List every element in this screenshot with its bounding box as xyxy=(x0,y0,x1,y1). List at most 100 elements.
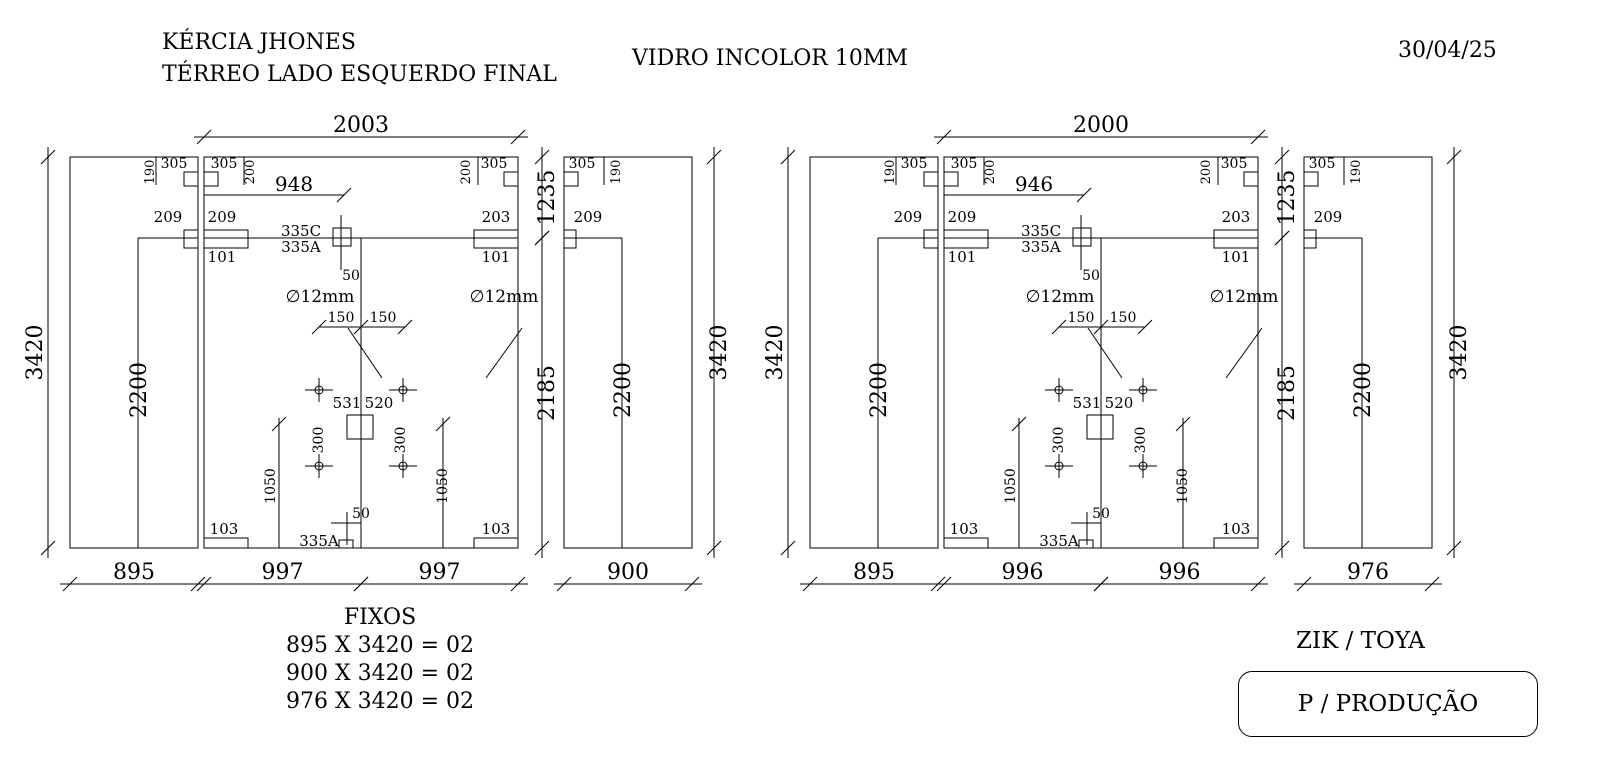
dimension-label: 2185 xyxy=(535,365,560,421)
leader-line xyxy=(485,327,523,379)
dimension-tick xyxy=(1076,187,1092,203)
hole-marker xyxy=(314,461,324,471)
dimension-label: 3420 xyxy=(1447,325,1472,381)
fitting-box xyxy=(183,171,199,187)
dimension-tick xyxy=(802,576,818,592)
fixed-panel-row: 895 X 3420 = 02 xyxy=(285,633,475,658)
fitting-label: 305 xyxy=(211,156,238,172)
hinge-patch xyxy=(183,229,199,249)
hinge-label: 209 xyxy=(948,208,977,226)
fixed-panel-row: 976 X 3420 = 02 xyxy=(285,689,475,714)
hole-label: 300 xyxy=(1051,427,1067,454)
floor-pivot-label: 50 xyxy=(1092,506,1110,522)
fitting-label: 200 xyxy=(983,160,998,185)
hinge-label: 203 xyxy=(482,208,511,226)
dimension-label: 3420 xyxy=(23,325,48,381)
dimension-tick xyxy=(1093,319,1109,335)
hole-diameter-label: ∅12mm xyxy=(1026,287,1095,307)
pivot-label: 50 xyxy=(342,268,360,284)
dimension-tick xyxy=(311,319,327,335)
dimension-tick xyxy=(706,149,722,165)
hole-label: 520 xyxy=(1105,394,1134,412)
dimension-tick xyxy=(1274,149,1290,165)
dimension-tick xyxy=(353,576,369,592)
bottom-patch-label: 103 xyxy=(210,520,239,538)
hinge-label: 101 xyxy=(1222,248,1251,266)
hole-label: 531 xyxy=(1073,394,1102,412)
hole-marker xyxy=(1054,461,1064,471)
hinge-offset-label: 948 xyxy=(275,172,313,196)
floor-pivot-label: 50 xyxy=(352,506,370,522)
dimension-tick xyxy=(1250,129,1266,145)
fitting-box xyxy=(503,171,519,187)
fitting-box xyxy=(943,171,959,187)
dimension-tick xyxy=(556,576,572,592)
dimension-label: 2185 xyxy=(1275,365,1300,421)
dimension-tick xyxy=(1424,576,1440,592)
dimension-label: 1235 xyxy=(1275,170,1300,226)
pivot-box xyxy=(1072,227,1092,247)
pivot-label: 335C xyxy=(1021,222,1061,240)
fitting-label: 305 xyxy=(1309,156,1336,172)
hinge-label: 209 xyxy=(154,208,183,226)
dimension-tick xyxy=(1274,230,1290,246)
dimension-tick xyxy=(1250,576,1266,592)
hole-spacing-label: 150 xyxy=(370,310,397,326)
hinge-label: 209 xyxy=(894,208,923,226)
hole-spacing-label: 150 xyxy=(1068,310,1095,326)
client-name: KÉRCIA JHONES xyxy=(162,30,356,55)
dimension-tick xyxy=(1051,319,1067,335)
date-label: 30/04/25 xyxy=(1398,38,1497,63)
dimension-tick xyxy=(1446,540,1462,556)
leader-line xyxy=(347,327,383,379)
pivot-box xyxy=(332,227,352,247)
dimension-tick xyxy=(1175,416,1191,432)
dimension-tick xyxy=(510,576,526,592)
dimension-tick xyxy=(1274,540,1290,556)
opening-height-label: 2200 xyxy=(611,362,636,418)
dimension-label: 2000 xyxy=(1073,113,1129,138)
bottom-patch-label: 103 xyxy=(482,520,511,538)
hole-label: 531 xyxy=(333,394,362,412)
hinge-patch xyxy=(1303,229,1317,249)
fitting-box xyxy=(1243,171,1259,187)
dimension-tick xyxy=(435,416,451,432)
hole-marker xyxy=(1138,461,1148,471)
dimension-tick xyxy=(936,576,952,592)
dimension-tick xyxy=(40,149,56,165)
fitting-box xyxy=(563,171,579,187)
fixed-right-panel xyxy=(563,156,693,549)
floor-pivot-box xyxy=(338,539,354,549)
floor-pivot-box xyxy=(1078,539,1094,549)
dimension-label: 997 xyxy=(419,560,461,585)
fitting-box xyxy=(1303,171,1319,187)
dimension-label: 3420 xyxy=(707,325,732,381)
hinge-patch xyxy=(943,229,989,249)
dimension-label: 3420 xyxy=(763,325,788,381)
hole-spacing-label: 150 xyxy=(328,310,355,326)
fitting-box xyxy=(203,171,219,187)
handle-height-label: 1050 xyxy=(1175,468,1191,504)
dimension-tick xyxy=(510,129,526,145)
hinge-patch xyxy=(563,229,577,249)
hole-diameter-label: ∅12mm xyxy=(1210,287,1279,307)
fitting-label: 190 xyxy=(609,160,624,185)
hinge-label: 101 xyxy=(948,248,977,266)
fitting-label: 190 xyxy=(883,160,898,185)
handle-height-label: 1050 xyxy=(263,468,279,504)
lock-box xyxy=(1086,414,1114,440)
opening-height-label: 2200 xyxy=(867,362,892,418)
hole-marker xyxy=(398,461,408,471)
dimension-tick xyxy=(534,230,550,246)
dimension-label: 900 xyxy=(607,560,649,585)
hole-diameter-label: ∅12mm xyxy=(470,287,539,307)
dimension-label: 996 xyxy=(1159,560,1201,585)
dimension-tick xyxy=(780,149,796,165)
dimension-tick xyxy=(936,129,952,145)
dimension-tick xyxy=(397,319,413,335)
lock-box xyxy=(346,414,374,440)
hinge-label: 209 xyxy=(208,208,237,226)
opening-height-label: 2200 xyxy=(1351,362,1376,418)
hinge-label: 101 xyxy=(208,248,237,266)
dimension-tick xyxy=(40,540,56,556)
